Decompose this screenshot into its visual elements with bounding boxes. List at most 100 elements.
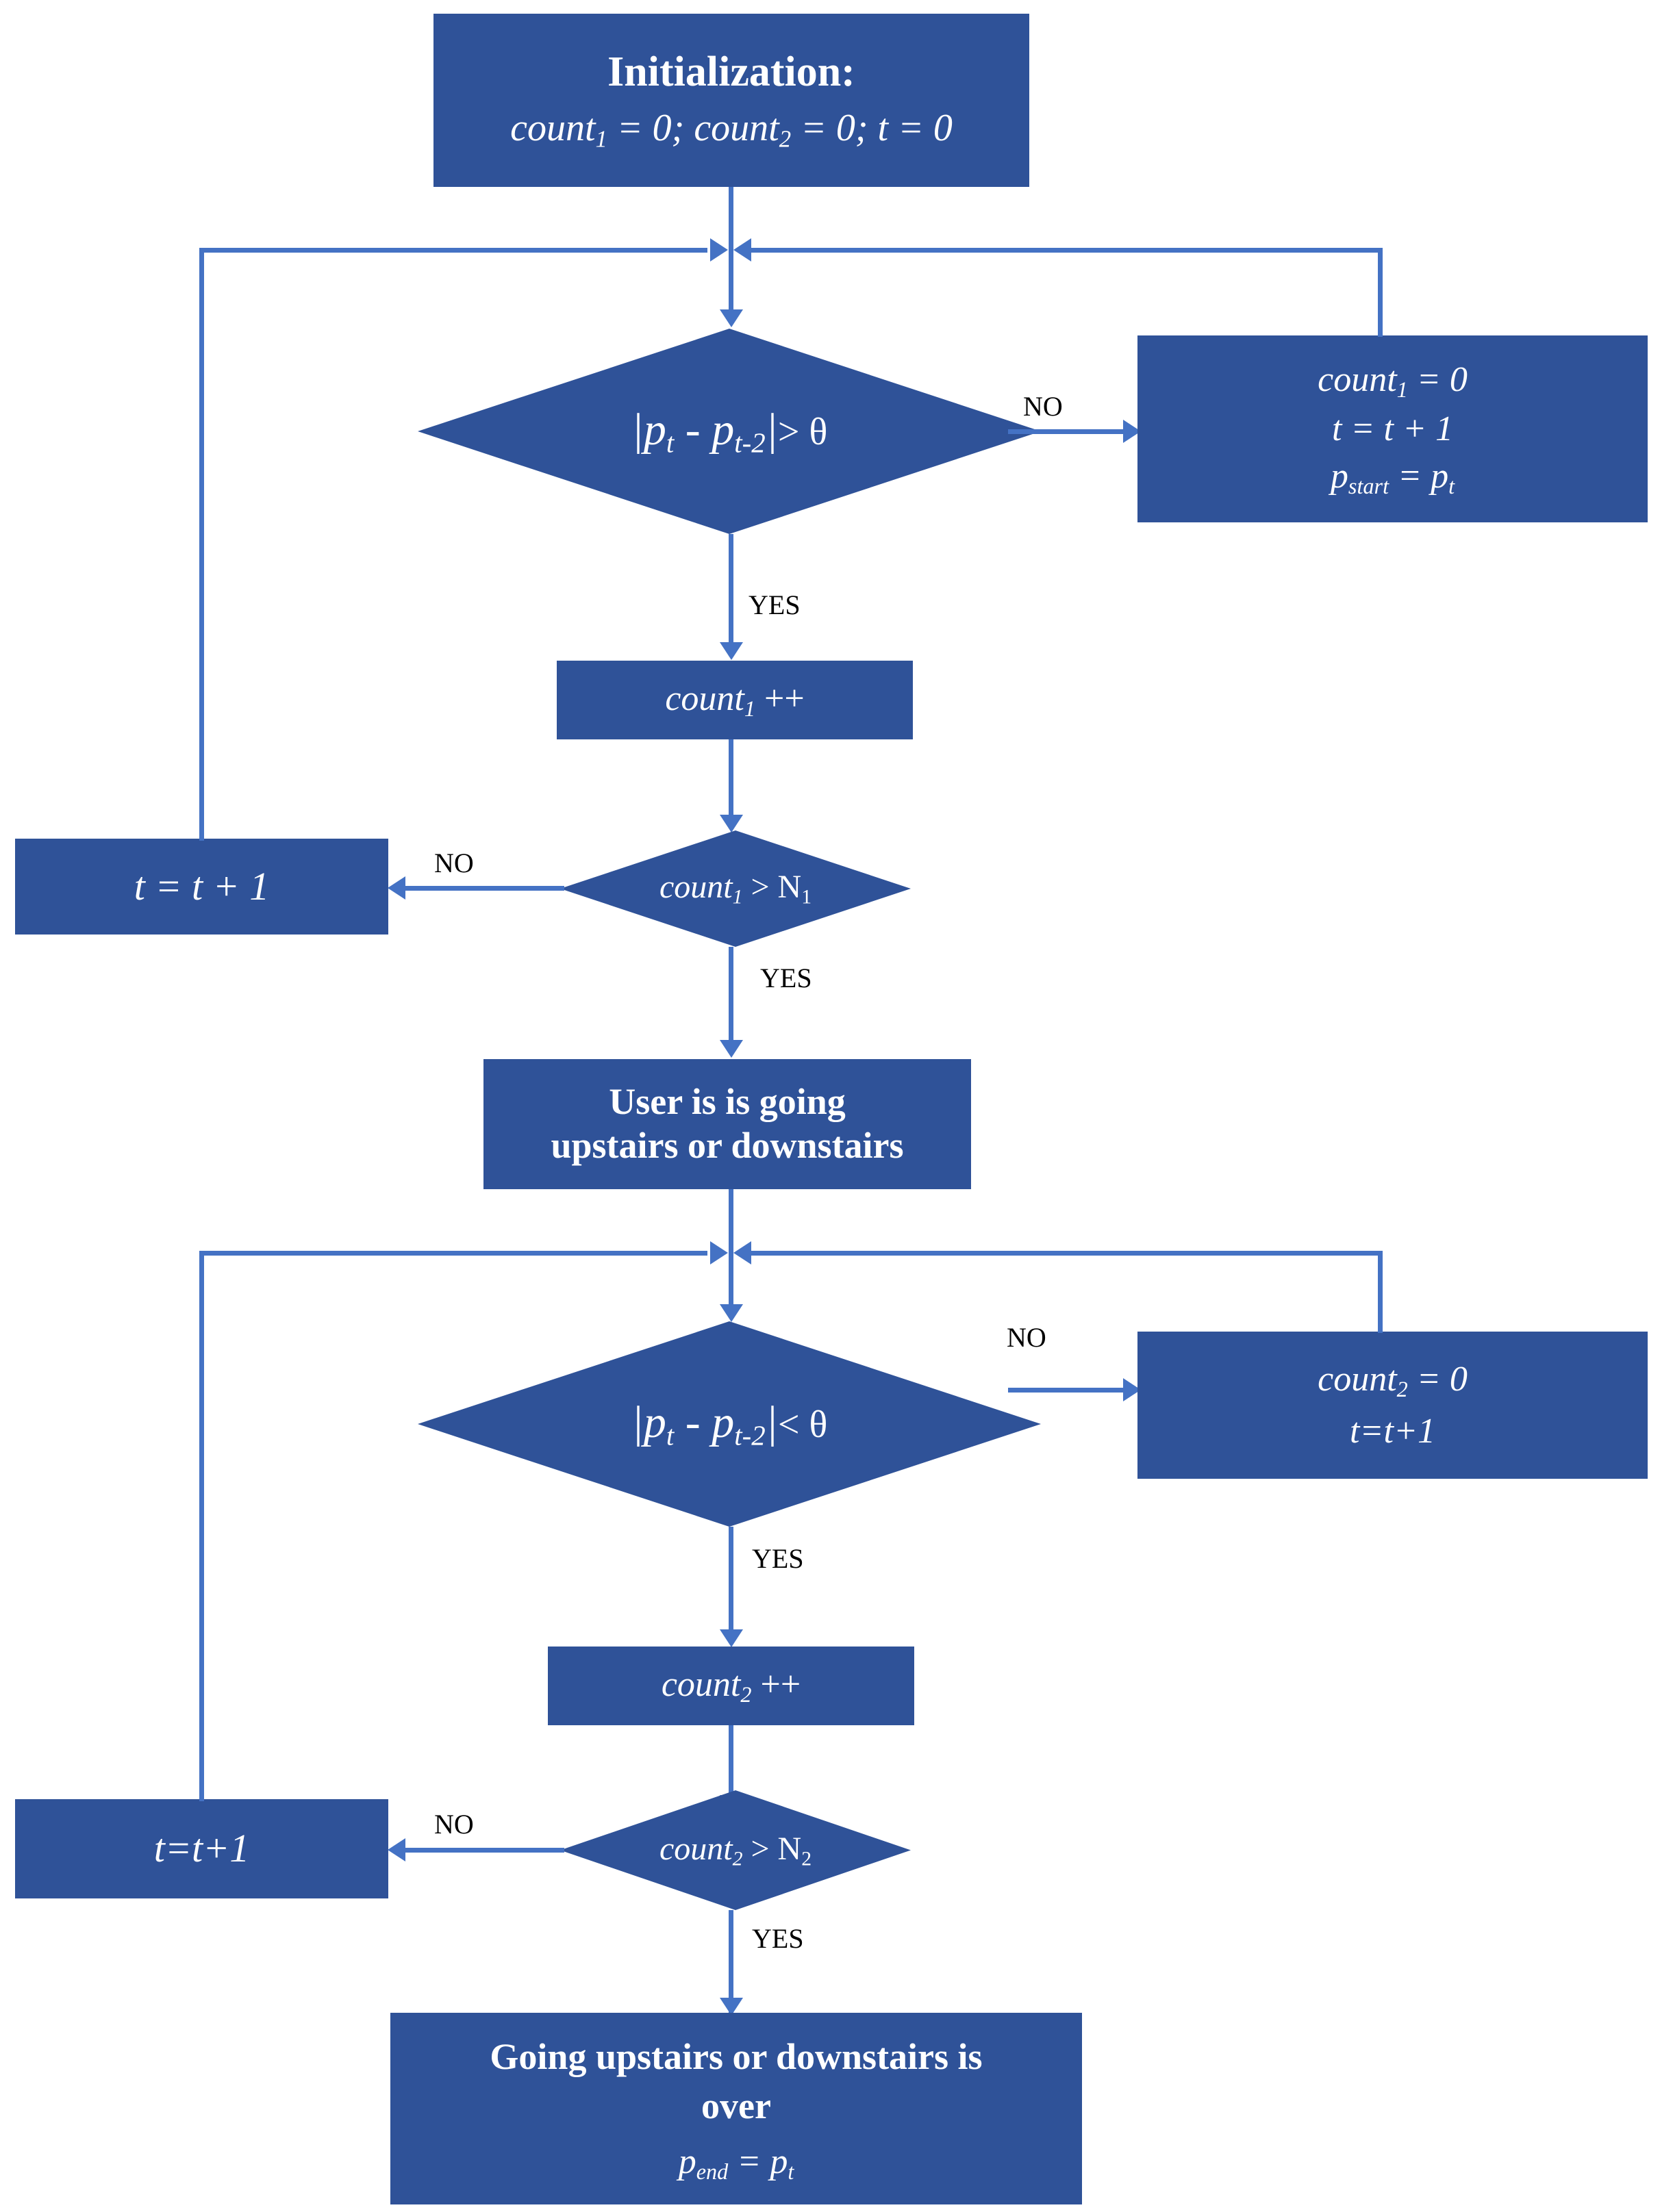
edge-decision3-yes-arrowhead xyxy=(720,1629,743,1647)
node-tick-upper-label: t = t + 1 xyxy=(134,863,270,908)
junction2-left-rail xyxy=(199,1251,707,1256)
end-pt-sub: t xyxy=(788,2159,794,2184)
d4-cmp-sub: 2 xyxy=(801,1847,812,1870)
d1-minus: - xyxy=(674,404,712,455)
node-increment-count2[interactable]: count2 ++ xyxy=(548,1647,914,1725)
inc1-name: count xyxy=(665,679,744,719)
junction1-right-rail xyxy=(751,248,1381,253)
init-t: t xyxy=(877,106,889,149)
edge-label-no-4: NO xyxy=(434,1809,474,1840)
edge-init-to-junction1 xyxy=(729,187,733,250)
init-eq1: = 0; xyxy=(607,106,694,149)
junction2-right-rail xyxy=(751,1251,1381,1256)
edge-decision2-yes-arrowhead xyxy=(720,1040,743,1058)
edge-reset1-loop-vertical xyxy=(1378,248,1383,337)
edge-label-yes-3: YES xyxy=(752,1543,804,1574)
edge-label-yes-4: YES xyxy=(752,1923,804,1954)
d2-cmp-sub: 1 xyxy=(801,885,812,908)
node-tick-lower[interactable]: t=t+1 xyxy=(15,1799,388,1898)
edge-junction1-to-decision1-arrowhead xyxy=(720,309,743,327)
edge-label-no-1: NO xyxy=(1023,391,1063,422)
node-reset-count1[interactable]: count1 = 0 t = t + 1 pstart = pt xyxy=(1137,335,1648,522)
edge-state-to-junction2 xyxy=(729,1189,733,1254)
edge-decision1-yes xyxy=(729,534,733,656)
node-decision-pt-gt-theta[interactable]: |pt - pt-2|> θ xyxy=(418,329,1041,534)
edge-decision1-yes-arrowhead xyxy=(720,642,743,660)
end-pt: p xyxy=(770,2141,788,2181)
node-initialization[interactable]: Initialization: count1 = 0; count2 = 0; … xyxy=(433,14,1029,187)
node-increment-count2-label: count2 ++ xyxy=(662,1664,801,1707)
r2-count-sub: 2 xyxy=(1396,1376,1408,1401)
edge-inc2-to-decision4 xyxy=(729,1725,733,1811)
d3-p2: p xyxy=(712,1397,735,1447)
d4-sub: 2 xyxy=(732,1847,743,1870)
r2-count-val: = 0 xyxy=(1407,1359,1468,1399)
d1-p1: p xyxy=(643,404,666,455)
edge-decision1-no xyxy=(1008,429,1124,434)
node-increment-count1[interactable]: count1 ++ xyxy=(557,661,913,739)
edge-inc1-to-decision2-arrowhead xyxy=(720,815,743,832)
d2-name: count xyxy=(659,869,733,906)
d1-cmp: > θ xyxy=(777,410,828,453)
inc2-op: ++ xyxy=(751,1665,801,1705)
r1-count-val: = 0 xyxy=(1407,359,1468,399)
edge-label-yes-1: YES xyxy=(749,589,801,620)
inc1-sub: 1 xyxy=(744,696,755,722)
edge-junction2-to-decision3-arrowhead xyxy=(720,1304,743,1322)
node-tick-upper[interactable]: t = t + 1 xyxy=(15,839,388,935)
edge-decision4-yes-arrowhead xyxy=(720,1998,743,2016)
node-reset-count1-line2: t = t + 1 xyxy=(1331,409,1454,448)
edge-tick1-loop-vertical xyxy=(199,248,204,841)
junction2-arrow-from-left xyxy=(710,1241,728,1264)
edge-decision4-yes xyxy=(729,1910,733,2013)
edge-junction2-to-decision3 xyxy=(729,1251,733,1318)
node-decision-count1-gt-n1-label: count1 > N1 xyxy=(659,868,812,908)
d4-cmp: > N xyxy=(742,1830,802,1867)
node-decision-count1-gt-n1[interactable]: count1 > N1 xyxy=(560,830,911,947)
node-decision-pt-lt-theta[interactable]: |pt - pt-2|< θ xyxy=(418,1321,1041,1527)
d1-p2-sub: t-2 xyxy=(734,427,766,459)
d1-abs-close: | xyxy=(765,404,778,455)
init-eq3: = 0 xyxy=(888,106,953,149)
end-pend-sub: end xyxy=(696,2159,729,2184)
d2-cmp: > N xyxy=(742,869,802,906)
init-count1: count xyxy=(510,106,596,149)
node-decision-count2-gt-n2-label: count2 > N2 xyxy=(659,1830,812,1870)
node-user-state[interactable]: User is is going upstairs or downstairs xyxy=(483,1059,971,1189)
d2-sub: 1 xyxy=(732,885,743,908)
end-eq: = xyxy=(728,2141,770,2181)
d3-abs-open: | xyxy=(631,1397,644,1447)
edge-decision2-yes xyxy=(729,947,733,1054)
edge-junction1-to-decision1 xyxy=(729,248,733,323)
node-end-line3: pend = pt xyxy=(679,2141,794,2185)
r1-pt-sub: t xyxy=(1448,474,1455,499)
node-decision-count2-gt-n2[interactable]: count2 > N2 xyxy=(560,1790,911,1910)
junction1-left-rail xyxy=(199,248,707,253)
node-initialization-formula: count1 = 0; count2 = 0; t = 0 xyxy=(510,105,953,154)
d3-p1: p xyxy=(643,1397,666,1447)
junction1-arrow-from-right xyxy=(733,238,751,262)
edge-decision4-no xyxy=(405,1848,564,1853)
init-eq2: = 0; xyxy=(791,106,878,149)
edge-decision2-no-arrowhead xyxy=(388,876,405,900)
d3-minus: - xyxy=(674,1397,712,1447)
d1-p2: p xyxy=(712,404,735,455)
inc2-name: count xyxy=(661,1665,741,1705)
node-reset-count2[interactable]: count2 = 0 t=t+1 xyxy=(1137,1332,1648,1479)
inc1-op: ++ xyxy=(755,679,805,719)
init-count2-sub: 2 xyxy=(779,125,792,153)
node-end-line1: Going upstairs or downstairs is xyxy=(490,2036,983,2078)
d3-p2-sub: t-2 xyxy=(734,1420,766,1451)
node-reset-count2-line1: count2 = 0 xyxy=(1318,1358,1468,1402)
r1-pstart-sub: start xyxy=(1348,474,1389,499)
d3-abs-close: | xyxy=(765,1397,778,1447)
d3-cmp: < θ xyxy=(777,1403,828,1446)
d1-p1-sub: t xyxy=(666,427,675,459)
edge-label-no-3: NO xyxy=(1007,1322,1046,1353)
node-reset-count2-line2: t=t+1 xyxy=(1349,1411,1436,1451)
r1-pt: p xyxy=(1431,457,1449,496)
node-end-line2: over xyxy=(701,2085,771,2126)
init-count1-sub: 1 xyxy=(595,125,607,153)
node-end[interactable]: Going upstairs or downstairs is over p en… xyxy=(390,2013,1082,2204)
